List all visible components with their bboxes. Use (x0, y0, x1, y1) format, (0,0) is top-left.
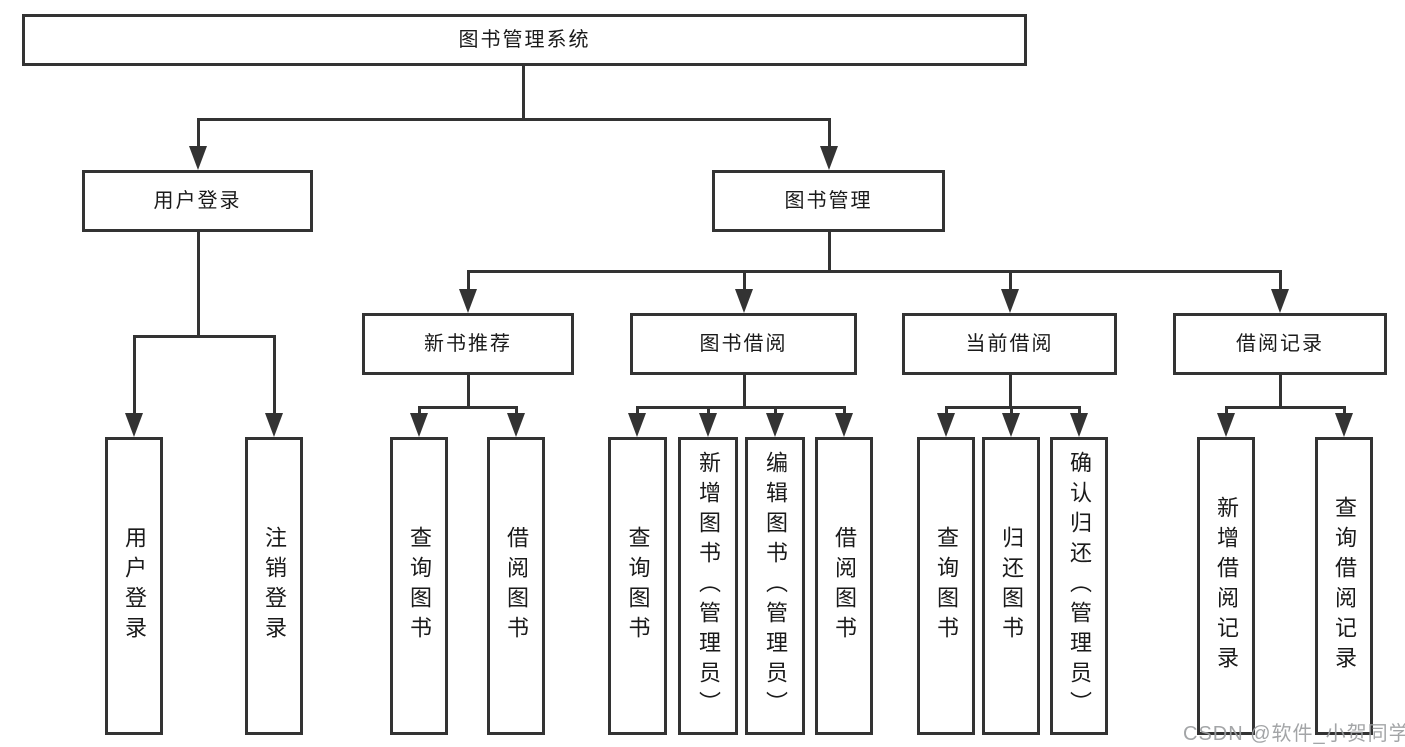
arrow-down-icon (1002, 413, 1020, 437)
arrow-down-icon (189, 146, 207, 170)
node-label: 借阅记录 (1236, 333, 1324, 355)
node-leaf-add-book: 新增图书（管理员） (678, 437, 738, 735)
arrow-down-icon (1070, 413, 1088, 437)
node-leaf-borrow-book-1: 借阅图书 (487, 437, 545, 735)
connector-line (1343, 409, 1346, 415)
watermark: CSDN @软件_小贺同学 (1183, 723, 1405, 745)
node-leaf-add-borrow-record: 新增借阅记录 (1197, 437, 1255, 735)
node-book-borrow: 图书借阅 (630, 313, 857, 375)
node-user-login: 用户登录 (82, 170, 313, 232)
node-label: 图书借阅 (699, 333, 788, 355)
connector-line (1009, 375, 1012, 409)
node-label: 图书管理系统 (458, 29, 591, 51)
connector-line (1010, 409, 1013, 415)
node-leaf-query-book-2: 查询图书 (608, 437, 667, 735)
node-label: 当前借阅 (965, 333, 1054, 355)
node-leaf-return-book: 归还图书 (982, 437, 1040, 735)
arrow-down-icon (835, 413, 853, 437)
node-root: 图书管理系统 (22, 14, 1027, 66)
connector-line (636, 406, 846, 409)
node-label: 查询借阅记录 (1332, 496, 1357, 676)
arrow-down-icon (937, 413, 955, 437)
arrow-down-icon (699, 413, 717, 437)
connector-line (133, 335, 276, 338)
connector-line (828, 121, 831, 148)
connector-line (945, 409, 948, 415)
connector-line (1225, 409, 1228, 415)
connector-line (828, 232, 831, 273)
connector-line (1078, 409, 1081, 415)
node-label: 新增图书（管理员） (696, 451, 721, 721)
connector-line (743, 375, 746, 409)
connector-line (636, 409, 639, 415)
arrow-down-icon (766, 413, 784, 437)
node-label: 图书管理 (784, 190, 873, 212)
connector-line (1009, 273, 1012, 291)
arrow-down-icon (265, 413, 283, 437)
connector-line (522, 66, 525, 121)
connector-line (515, 409, 518, 415)
arrow-down-icon (1217, 413, 1235, 437)
node-label: 查询图书 (934, 526, 959, 646)
arrow-down-icon (1001, 289, 1019, 313)
arrow-down-icon (459, 289, 477, 313)
node-book-mgmt: 图书管理 (712, 170, 945, 232)
connector-line (707, 409, 710, 415)
node-leaf-user-login: 用户登录 (105, 437, 163, 735)
node-label: 借阅图书 (504, 526, 529, 646)
node-label: 查询图书 (407, 526, 432, 646)
node-leaf-confirm-return: 确认归还（管理员） (1050, 437, 1108, 735)
node-label: 用户登录 (153, 190, 242, 212)
node-current-borrow: 当前借阅 (902, 313, 1117, 375)
arrow-down-icon (125, 413, 143, 437)
node-borrow-record: 借阅记录 (1173, 313, 1387, 375)
node-leaf-edit-book: 编辑图书（管理员） (745, 437, 805, 735)
connector-line (743, 273, 746, 291)
connector-line (843, 409, 846, 415)
node-leaf-query-book-3: 查询图书 (917, 437, 975, 735)
connector-line (197, 232, 200, 338)
arrow-down-icon (735, 289, 753, 313)
connector-line (1225, 406, 1346, 409)
connector-line (467, 270, 1282, 273)
node-label: 新书推荐 (424, 333, 512, 355)
connector-line (418, 406, 518, 409)
node-leaf-logout: 注销登录 (245, 437, 303, 735)
node-label: 编辑图书（管理员） (763, 451, 788, 721)
connector-line (467, 273, 470, 291)
arrow-down-icon (628, 413, 646, 437)
node-label: 借阅图书 (832, 526, 857, 646)
connector-line (197, 121, 200, 148)
node-label: 注销登录 (262, 526, 287, 646)
node-label: 用户登录 (122, 526, 147, 646)
node-label: 新增借阅记录 (1214, 496, 1239, 676)
arrow-down-icon (410, 413, 428, 437)
connector-line (273, 338, 276, 415)
node-leaf-query-borrow-record: 查询借阅记录 (1315, 437, 1373, 735)
arrow-down-icon (1335, 413, 1353, 437)
node-new-book-rec: 新书推荐 (362, 313, 574, 375)
node-leaf-borrow-book-2: 借阅图书 (815, 437, 873, 735)
node-label: 确认归还（管理员） (1067, 451, 1092, 721)
connector-line (774, 409, 777, 415)
arrow-down-icon (820, 146, 838, 170)
arrow-down-icon (1271, 289, 1289, 313)
node-leaf-query-book-1: 查询图书 (390, 437, 448, 735)
connector-line (418, 409, 421, 415)
connector-line (1279, 273, 1282, 291)
connector-line (467, 375, 470, 409)
connector-line (133, 338, 136, 415)
node-label: 归还图书 (999, 526, 1024, 646)
connector-line (945, 406, 1081, 409)
connector-line (1279, 375, 1282, 409)
arrow-down-icon (507, 413, 525, 437)
node-label: 查询图书 (625, 526, 651, 646)
connector-line (197, 118, 831, 121)
